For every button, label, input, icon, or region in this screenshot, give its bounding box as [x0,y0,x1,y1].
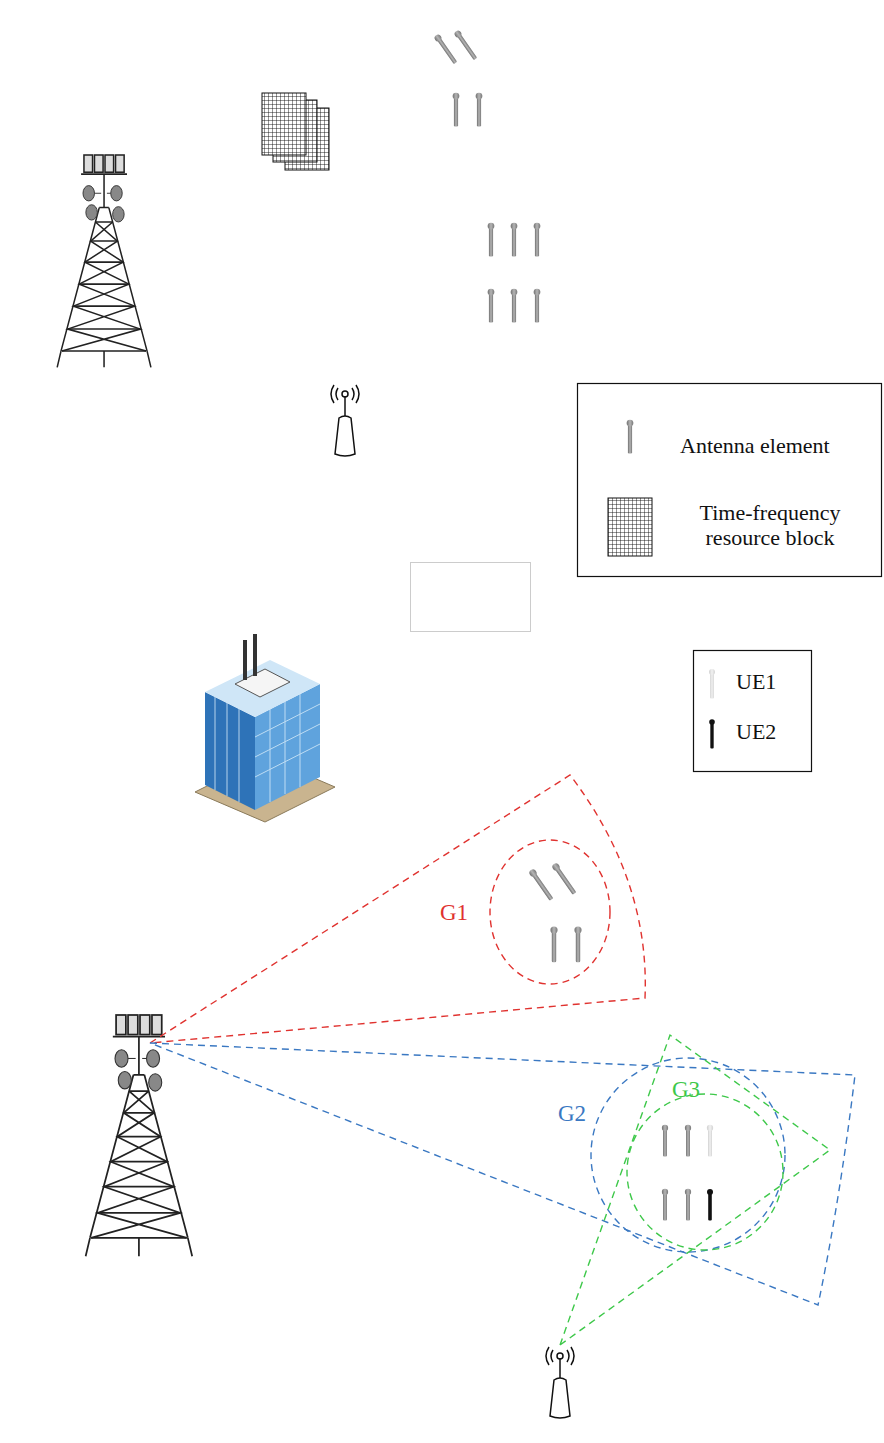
group-label: G2 [558,1101,586,1127]
legend-text: Antenna element [680,433,830,458]
legend-text: UE1 [736,669,776,694]
ue-legend-box [694,651,812,772]
group-label: G3 [672,1077,700,1103]
legend-text: UE2 [736,719,776,744]
legend-box [578,384,882,577]
group-label: G1 [440,900,468,926]
resource-blocks [262,93,329,170]
legend-text: Time-frequency resource block [664,500,876,551]
